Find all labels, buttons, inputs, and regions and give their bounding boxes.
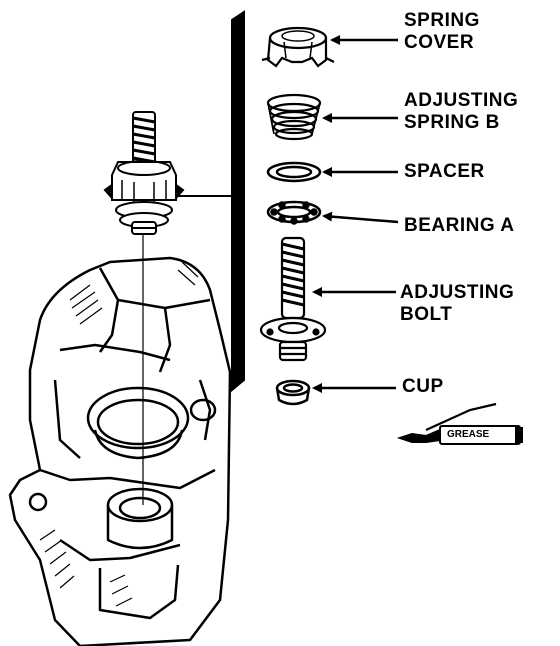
spacer-label: SPACER [404, 161, 485, 182]
group-bracket [178, 10, 245, 393]
spacer-part [266, 161, 322, 183]
adjusting-spring-b-part [266, 93, 322, 141]
assembled-adjusting-bolt [103, 111, 185, 235]
bearing-a-arrow [322, 211, 399, 224]
caliper-body [8, 256, 232, 646]
cup-part [275, 379, 311, 406]
grease-label: GREASE [447, 429, 490, 440]
cup-label: CUP [402, 376, 444, 397]
bearing-a-part [266, 200, 322, 225]
adjusting-bolt-label: ADJUSTING BOLT [400, 282, 515, 325]
grease-gun-icon [396, 402, 523, 445]
caliper-shading [39, 261, 199, 607]
adjusting-bolt-part [259, 236, 327, 362]
spring-cover-label: SPRING COVER [404, 10, 480, 53]
adjusting-spring-b-label: ADJUSTING SPRING B [404, 90, 519, 133]
bearing-a-label: BEARING A [404, 215, 515, 236]
spring-cover-part [261, 26, 335, 68]
